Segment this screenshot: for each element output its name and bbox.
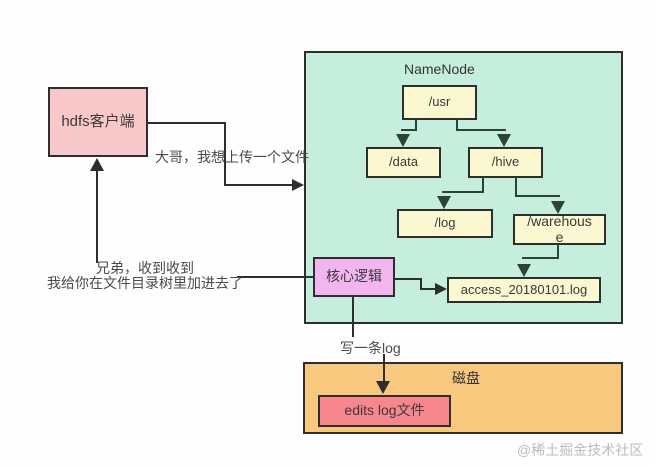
hdfs-client-box: hdfs客户端 [48,87,148,157]
namenode-title: NameNode [404,61,475,77]
annotation-ack-line2: 我给你在文件目录树里加进去了 [47,275,243,291]
node-data: /data [366,147,441,178]
annotation-ack-line1: 兄弟，收到收到 [96,260,194,276]
arrowhead-right-into-namenode [292,179,304,191]
arrowhead-down-edits-log [376,381,390,394]
core-access-line-h2 [420,288,436,290]
core-access-line-h1 [394,278,422,280]
request-line-v [224,122,226,186]
request-line-h2 [224,184,294,186]
tree-line-usr-data-h [401,129,417,131]
node-hive: /hive [468,147,543,178]
ack-line-h-to-core [237,276,314,278]
annotation-upload-request: 大哥，我想上传一个文件 [155,149,309,165]
core-logic-box: 核心逻辑 [313,257,395,297]
disk-title: 磁盘 [452,370,480,386]
request-line-h1 [146,122,226,124]
core-access-line-v [420,278,422,290]
arrowhead-right-into-access [435,283,447,295]
annotation-ack: 兄弟，收到收到 我给你在文件目录树里加进去了 [30,261,260,291]
tree-line-warehouse-access-v [557,244,559,259]
tree-line-hive-log-h [442,191,484,193]
tree-line-usr-hive-h [456,129,506,131]
node-warehouse: /warehouse [513,213,606,245]
tree-line-usr-hive-v [456,119,458,131]
annotation-write-log: 写一条log [340,340,401,356]
tree-line-hive-log-v [482,177,484,193]
ack-line-v [96,170,98,263]
node-log: /log [397,209,493,238]
watermark: @稀土掘金技术社区 [517,442,644,458]
write-log-line-v2 [383,354,385,383]
edits-log-box: edits log文件 [318,395,451,427]
node-usr: /usr [402,85,477,120]
arrowhead-down-warehouse [551,201,565,214]
write-log-line-v1 [352,295,354,337]
arrowhead-down-access [517,264,531,277]
arrowhead-down-hive [497,134,511,147]
tree-line-usr-data-v [415,119,417,131]
arrowhead-down-data [396,134,410,147]
tree-line-hive-warehouse-v [515,177,517,197]
arrowhead-up-into-client [90,158,104,171]
tree-line-hive-warehouse-h [515,195,560,197]
tree-line-warehouse-access-h [522,257,559,259]
arrowhead-down-log [437,196,451,209]
node-access-file: access_20180101.log [447,277,601,303]
